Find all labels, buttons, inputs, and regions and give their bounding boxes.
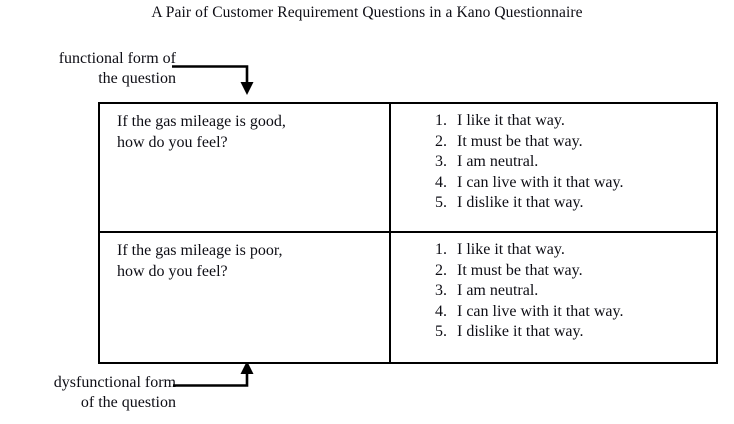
answer-number: 4. — [435, 302, 447, 320]
answer-number: 1. — [435, 112, 447, 129]
table-row: If the gas mileage is poor, how do you f… — [98, 231, 718, 364]
answer-label: It must be that way. — [457, 261, 583, 279]
list-item[interactable]: 2. It must be that way. — [391, 261, 716, 282]
dysfunctional-form-label: dysfunctional form of the question — [53, 374, 176, 411]
question-cell-functional: If the gas mileage is good, how do you f… — [98, 102, 391, 233]
answer-cell-dysfunctional: 1. I like it that way. 2. It must be tha… — [389, 231, 718, 364]
answer-label: It must be that way. — [457, 132, 583, 150]
answer-number: 1. — [435, 241, 447, 258]
answer-label: I dislike it that way. — [457, 323, 584, 340]
answer-label: I can live with it that way. — [457, 173, 624, 191]
answer-cell-functional: 1. I like it that way. 2. It must be tha… — [389, 102, 718, 233]
question-cell-dysfunctional: If the gas mileage is poor, how do you f… — [98, 231, 391, 364]
kano-questionnaire-table: If the gas mileage is good, how do you f… — [98, 102, 718, 364]
list-item[interactable]: 4. I can live with it that way. — [391, 302, 716, 323]
arrow-up-icon — [173, 361, 254, 387]
answer-number: 4. — [435, 173, 447, 191]
answer-label: I am neutral. — [457, 153, 539, 170]
question-text: If the gas mileage is good, how do you f… — [117, 113, 286, 151]
figure-title: A Pair of Customer Requirement Questions… — [151, 4, 583, 21]
list-item[interactable]: 5. I dislike it that way. — [391, 322, 716, 343]
question-text: If the gas mileage is poor, how do you f… — [117, 242, 283, 280]
answer-number: 3. — [435, 153, 447, 170]
list-item[interactable]: 4. I can live with it that way. — [391, 173, 716, 194]
answer-label: I can live with it that way. — [457, 302, 624, 320]
answer-list: 1. I like it that way. 2. It must be tha… — [391, 104, 716, 214]
functional-form-label: functional form of the question — [58, 50, 176, 87]
list-item[interactable]: 5. I dislike it that way. — [391, 193, 716, 214]
table-row: If the gas mileage is good, how do you f… — [98, 102, 718, 233]
answer-list: 1. I like it that way. 2. It must be tha… — [391, 233, 716, 343]
list-item[interactable]: 2. It must be that way. — [391, 132, 716, 153]
list-item[interactable]: 3. I am neutral. — [391, 152, 716, 173]
answer-label: I like it that way. — [457, 241, 565, 258]
arrow-down-icon — [172, 65, 254, 95]
answer-label: I dislike it that way. — [457, 194, 584, 211]
answer-number: 2. — [435, 132, 447, 150]
answer-number: 3. — [435, 282, 447, 299]
list-item[interactable]: 1. I like it that way. — [391, 240, 716, 261]
answer-number: 5. — [435, 323, 447, 340]
answer-label: I am neutral. — [457, 282, 539, 299]
list-item[interactable]: 3. I am neutral. — [391, 281, 716, 302]
answer-label: I like it that way. — [457, 112, 565, 129]
answer-number: 5. — [435, 194, 447, 211]
answer-number: 2. — [435, 261, 447, 279]
list-item[interactable]: 1. I like it that way. — [391, 111, 716, 132]
